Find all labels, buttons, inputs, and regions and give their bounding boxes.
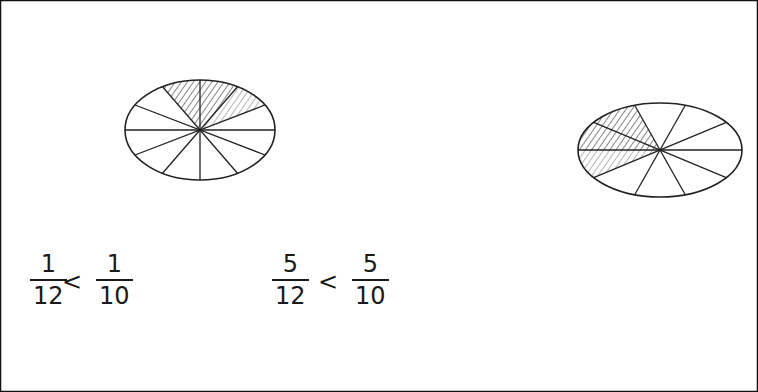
less-than-sign: < <box>62 268 82 296</box>
numerator: 5 <box>280 252 301 277</box>
less-than-sign: < <box>318 268 338 296</box>
twelfths-circle <box>125 80 275 180</box>
denominator: 10 <box>96 284 133 309</box>
tenths-circle <box>578 103 742 197</box>
fraction-bar <box>352 279 389 281</box>
fraction: 510 <box>352 252 389 309</box>
fraction-bar <box>96 279 133 281</box>
numerator: 1 <box>38 252 59 277</box>
denominator: 12 <box>272 284 309 309</box>
fraction: 112 <box>30 252 67 309</box>
fraction: 110 <box>96 252 133 309</box>
fraction-bar <box>272 279 309 281</box>
numerator: 1 <box>104 252 125 277</box>
denominator: 12 <box>30 284 67 309</box>
denominator: 10 <box>352 284 389 309</box>
numerator: 5 <box>360 252 381 277</box>
fraction: 512 <box>272 252 309 309</box>
fraction-bar <box>30 279 67 281</box>
